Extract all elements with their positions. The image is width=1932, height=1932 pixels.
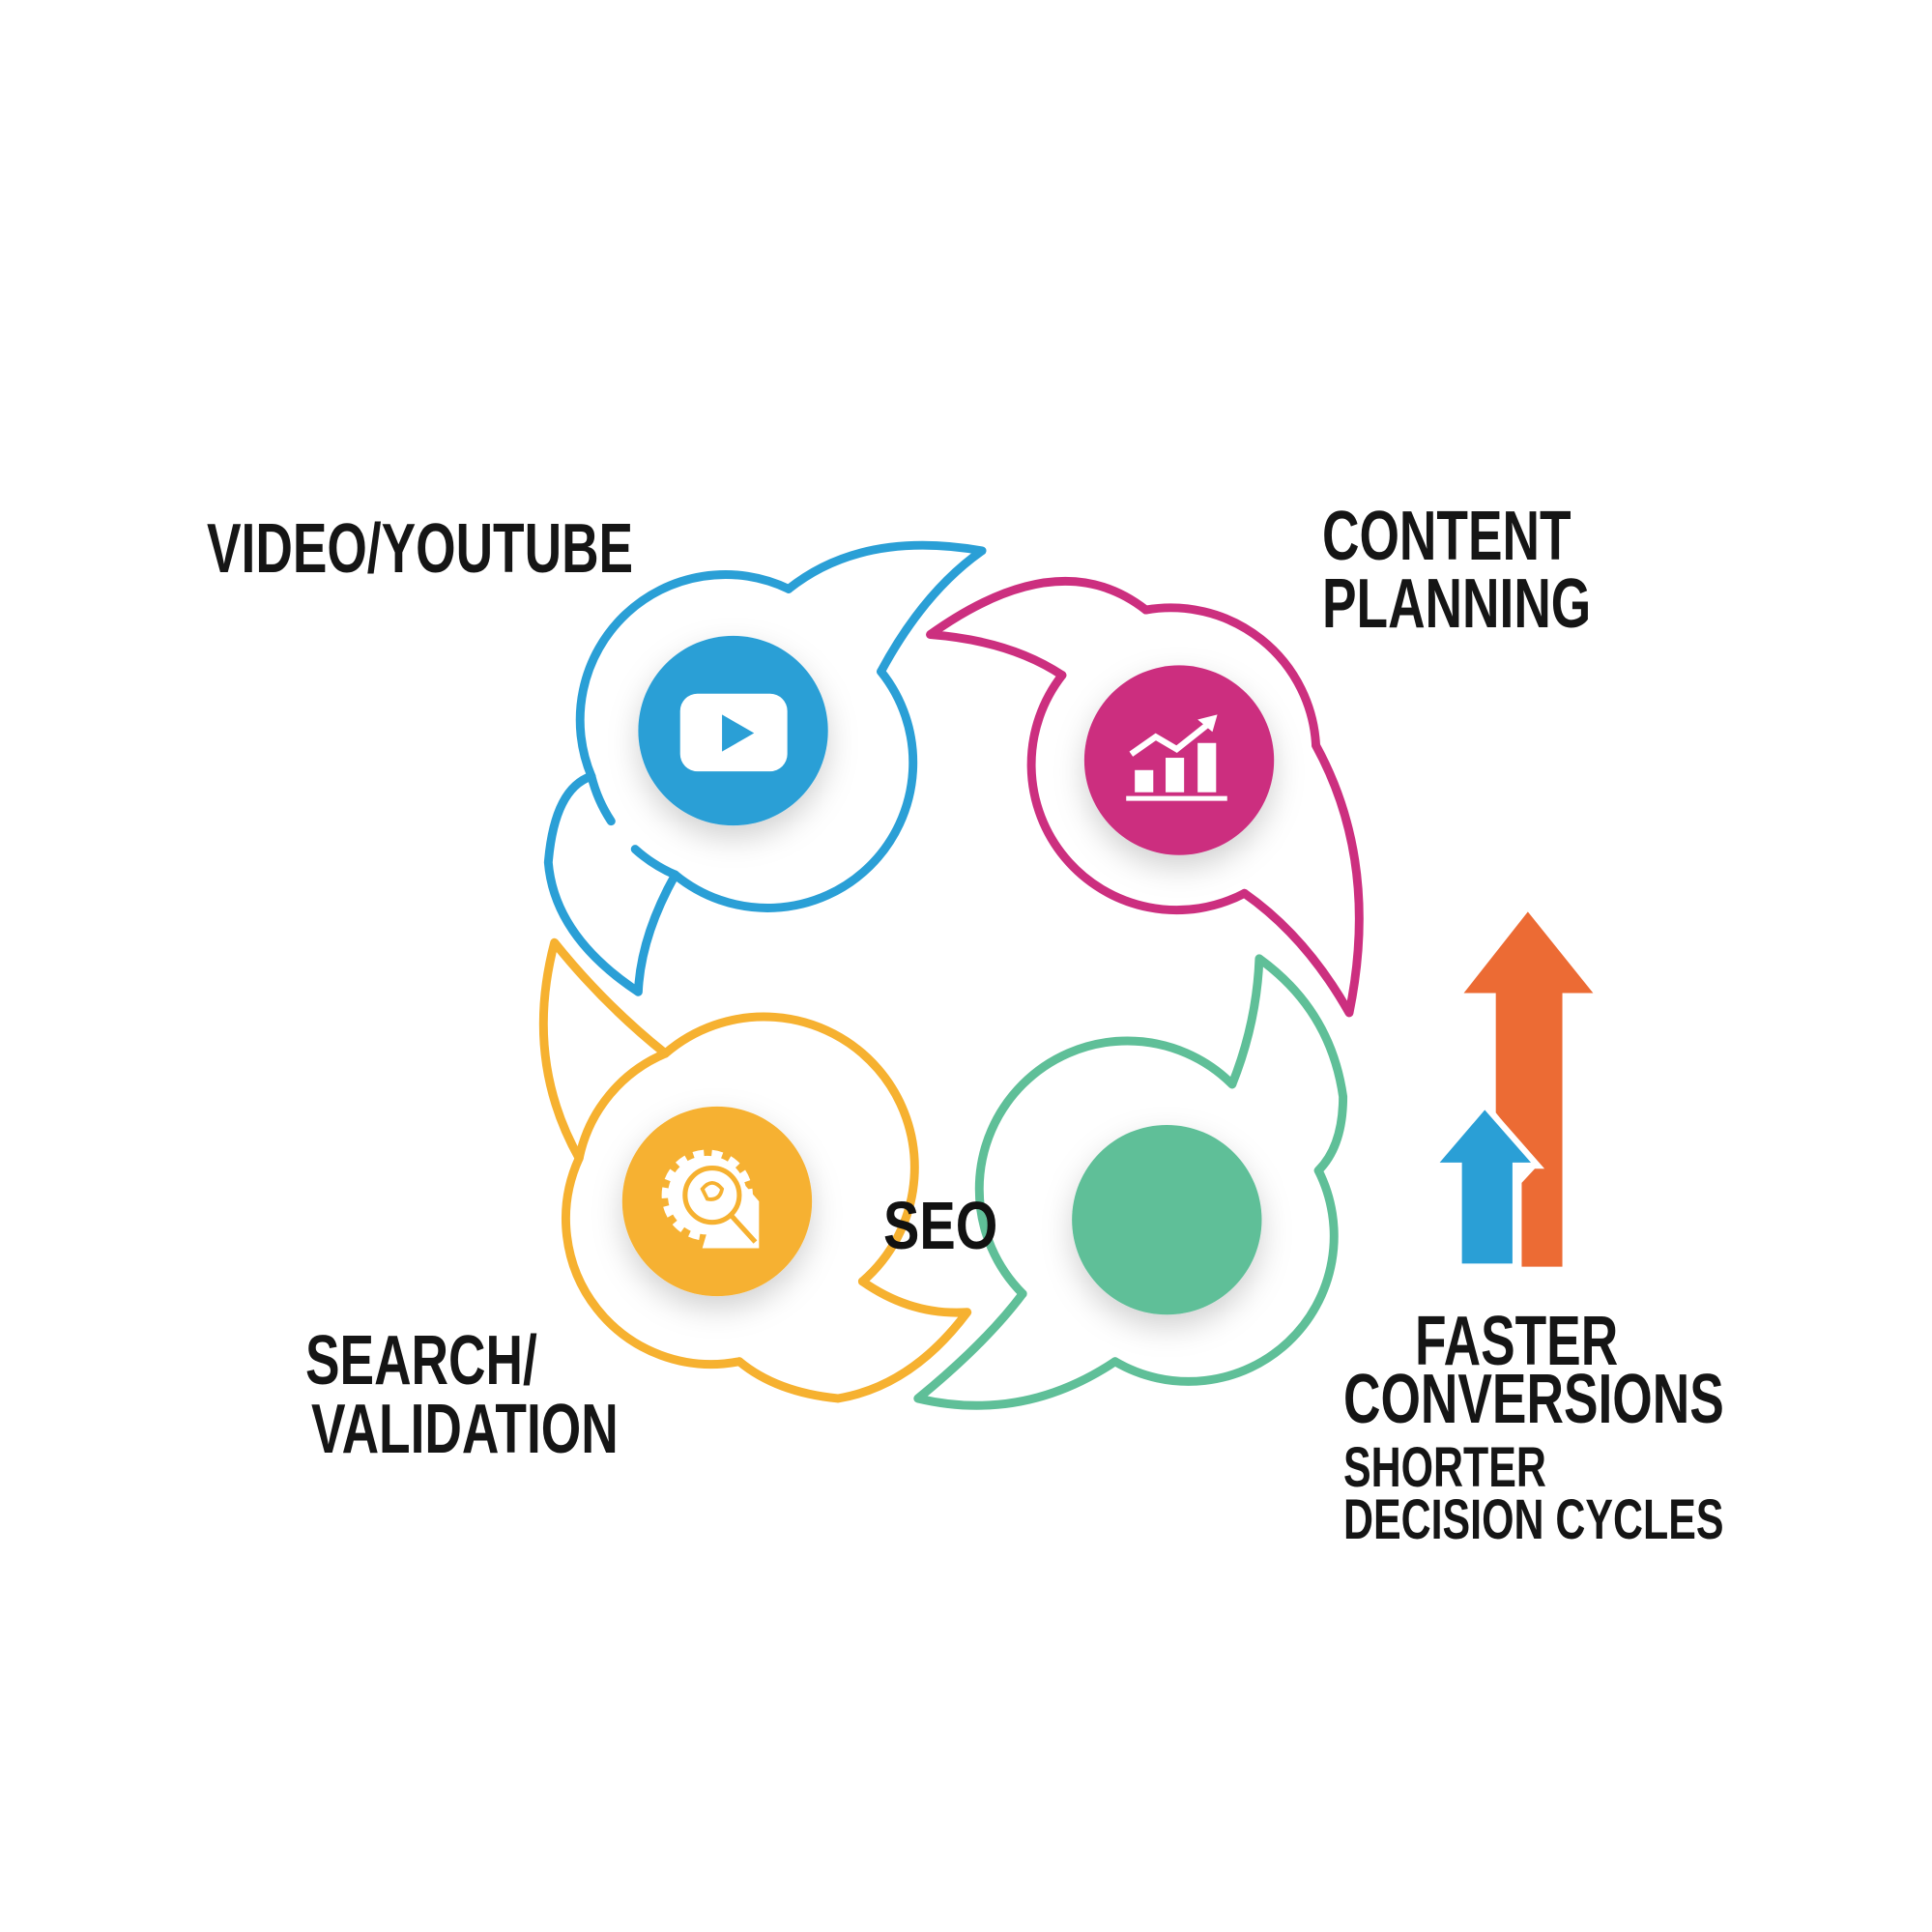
shorter-label: SHORTER [1343, 1436, 1546, 1499]
video-swirl [543, 540, 987, 996]
search-swirl [538, 937, 972, 1403]
content-planning-label-line1: CONTENT [1322, 498, 1572, 575]
decision-cycles-label: DECISION CYCLES [1343, 1488, 1724, 1551]
seo-icon-text: SEO [883, 1188, 998, 1263]
content-node [1083, 665, 1275, 855]
video-youtube-label: VIDEO/YOUTUBE [207, 510, 634, 588]
growth-arrows-icon [1426, 911, 1594, 1270]
seo-swirl [913, 954, 1348, 1410]
conversions-label: CONVERSIONS [1343, 1361, 1724, 1438]
search-validation-label-line1: SEARCH/ [305, 1322, 537, 1399]
search-validation-label-line2: VALIDATION [311, 1391, 619, 1468]
video-node [638, 635, 828, 826]
faster-label: FASTER [1415, 1303, 1619, 1380]
content-planning-label-line2: PLANNING [1322, 565, 1592, 643]
content-swirl [926, 576, 1364, 1018]
search-node [621, 1106, 813, 1297]
orange-up-arrow [1463, 911, 1594, 1267]
bar-chart-trend-icon [1126, 714, 1227, 801]
gear-magnifier-icon [661, 1149, 760, 1249]
play-icon [679, 693, 788, 772]
seo-node [1072, 1124, 1262, 1315]
blue-up-arrow [1426, 1100, 1545, 1270]
